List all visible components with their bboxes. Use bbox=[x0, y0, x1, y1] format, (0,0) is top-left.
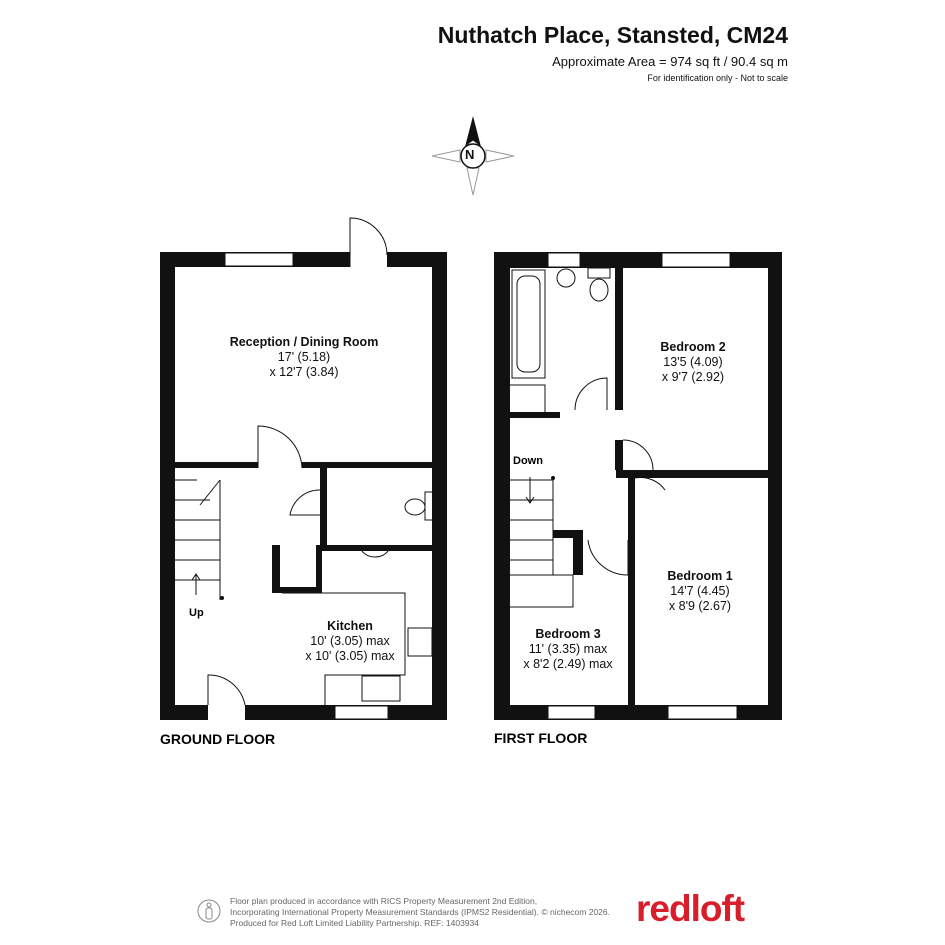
kitchen-worktop bbox=[282, 592, 406, 705]
hob-icon bbox=[407, 627, 433, 657]
window bbox=[334, 705, 389, 720]
footer-text: Floor plan produced in accordance with R… bbox=[230, 896, 610, 928]
stairs-arrow-icon bbox=[525, 477, 535, 504]
stairs-down-label: Down bbox=[513, 455, 543, 467]
redloft-logo: redloft bbox=[636, 888, 745, 929]
stairs-up-label: Up bbox=[189, 607, 204, 619]
compass-icon bbox=[431, 116, 515, 196]
window bbox=[667, 705, 738, 720]
toilet-icon bbox=[404, 498, 426, 516]
toilet-icon bbox=[589, 278, 609, 302]
door bbox=[257, 425, 303, 469]
property-title: Nuthatch Place, Stansted, CM24 bbox=[437, 22, 788, 48]
bath-icon bbox=[516, 275, 541, 373]
basin-icon bbox=[359, 544, 391, 558]
approximate-area: Approximate Area = 974 sq ft / 90.4 sq m bbox=[552, 54, 788, 69]
disclaimer: For identification only - Not to scale bbox=[647, 73, 788, 83]
first-floor-label: FIRST FLOOR bbox=[494, 730, 588, 746]
basin-icon bbox=[556, 268, 576, 288]
stairs bbox=[175, 479, 220, 581]
ground-floor-plan bbox=[160, 252, 447, 720]
door bbox=[574, 377, 608, 411]
cistern bbox=[587, 267, 611, 279]
stairs-arrow-icon bbox=[191, 573, 201, 595]
door bbox=[207, 674, 246, 706]
window bbox=[661, 252, 731, 268]
stairs bbox=[510, 479, 554, 575]
window bbox=[547, 705, 596, 720]
door bbox=[634, 477, 666, 491]
cupboard bbox=[510, 384, 546, 412]
door bbox=[289, 489, 321, 516]
compass-label: N bbox=[465, 147, 475, 162]
bath-icon bbox=[511, 269, 546, 379]
sink-icon bbox=[361, 675, 401, 702]
door bbox=[622, 439, 654, 471]
ground-floor-label: GROUND FLOOR bbox=[160, 731, 276, 747]
cistern bbox=[424, 491, 434, 521]
window bbox=[547, 252, 581, 268]
front-door bbox=[349, 217, 388, 267]
door bbox=[587, 539, 629, 576]
window bbox=[224, 252, 294, 267]
landing bbox=[510, 574, 574, 608]
